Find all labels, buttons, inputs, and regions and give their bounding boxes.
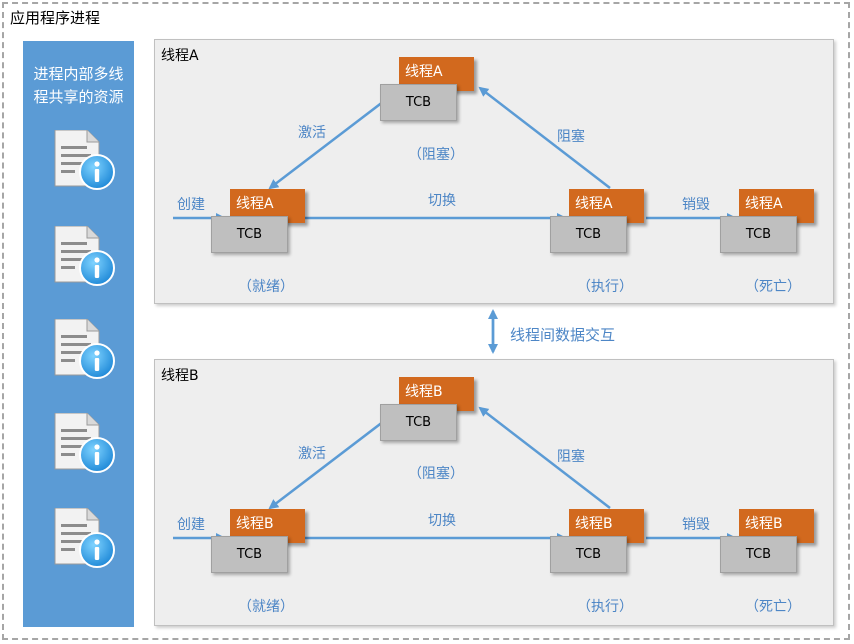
thread-a-dead-node: 线程A TCB [720,189,817,253]
process-title: 应用程序进程 [10,9,101,27]
thread-b-label: 线程B [161,368,199,384]
edge-a-block [478,86,611,189]
thread-b-blocked-node: 线程B TCB [380,377,477,441]
thread-a-running-node: 线程A TCB [550,189,647,253]
thread-a-destroy-label: 销毁 [682,194,710,214]
tcb-box: TCB [720,536,797,573]
thread-b-activate-label: 激活 [298,443,326,463]
thread-b-panel: 线程B [154,359,834,626]
tcb-box: TCB [211,216,288,253]
thread-a-label: 线程A [161,48,199,64]
thread-b-block-label: 阻塞 [557,446,585,466]
thread-b-dead-node: 线程B TCB [720,509,817,573]
tcb-box: TCB [380,404,457,441]
thread-b-dead-state: （死亡） [745,599,801,615]
thread-a-dead-state: （死亡） [745,279,801,295]
shared-resources-title-line2: 程共享的资源 [33,88,124,106]
edge-b-block [478,406,611,509]
thread-a-blocked-state: （阻塞） [408,147,464,163]
thread-a-activate-label: 激活 [298,122,326,142]
thread-a-create-label: 创建 [177,197,205,213]
tcb-box: TCB [211,536,288,573]
thread-b-destroy-label: 销毁 [682,514,710,534]
interaction-label: 线程间数据交互 [510,326,616,344]
edge-b-activate [268,414,393,510]
thread-b-blocked-state: （阻塞） [408,466,464,482]
tcb-box: TCB [380,84,457,121]
thread-a-ready-node: 线程A TCB [211,189,308,253]
thread-b-running-state: （执行） [577,599,633,615]
thread-a-blocked-node: 线程A TCB [380,57,477,121]
thread-b-switch-label: 切换 [428,510,456,530]
shared-resources-title: 进程内部多线 程共享的资源 [23,63,134,109]
thread-b-ready-node: 线程B TCB [211,509,308,573]
thread-a-running-state: （执行） [577,279,633,295]
thread-name: 线程A [399,57,474,91]
tcb-box: TCB [720,216,797,253]
shared-resources-panel: 进程内部多线 程共享的资源 [23,41,134,627]
shared-resources-title-line1: 进程内部多线 [33,65,124,83]
edge-a-activate [268,94,393,190]
thread-b-ready-state: （就绪） [238,599,294,615]
thread-a-panel: 线程A [154,39,834,304]
tcb-box: TCB [550,216,627,253]
thread-a-ready-state: （就绪） [238,279,294,295]
thread-a-switch-label: 切换 [428,190,456,210]
thread-b-running-node: 线程B TCB [550,509,647,573]
tcb-box: TCB [550,536,627,573]
thread-b-create-label: 创建 [177,517,205,533]
thread-a-block-label: 阻塞 [557,126,585,146]
